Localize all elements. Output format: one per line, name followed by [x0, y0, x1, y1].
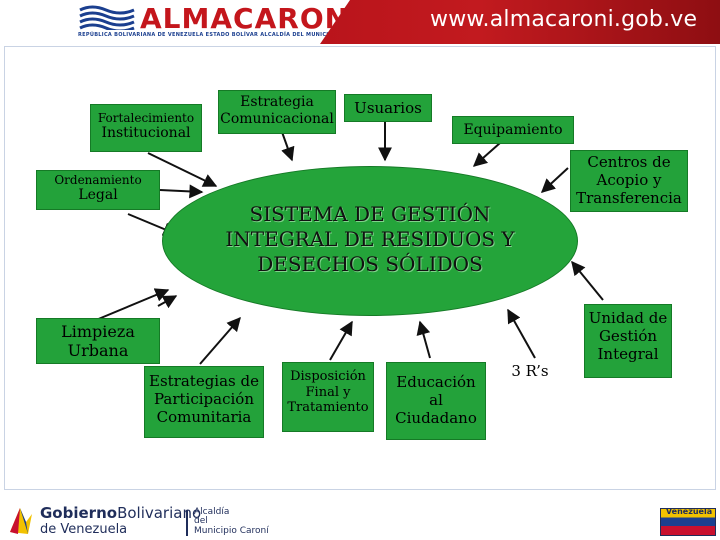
- footer: GobiernoBolivariano de Venezuela Alcaldí…: [0, 496, 720, 540]
- waves-logo-icon: [79, 5, 135, 30]
- node-limpieza: Limpieza Urbana: [36, 318, 160, 364]
- arrow-equipamiento: [472, 142, 501, 167]
- venezuela-badge: Venezuela: [660, 507, 716, 536]
- brand-subline: REPÚBLICA BOLIVARIANA DE VENEZUELA ESTAD…: [78, 32, 365, 38]
- venezuela-star-icon: [10, 508, 32, 534]
- node-unidad: Unidad de Gestión Integral: [584, 304, 672, 378]
- gobierno-label: GobiernoBolivariano: [40, 504, 202, 522]
- header-red-band: [320, 0, 720, 44]
- site-url[interactable]: www.almacaroni.gob.ve: [430, 7, 698, 32]
- node-usuarios: Usuarios: [344, 94, 432, 122]
- arrow-3rs: [507, 308, 536, 359]
- node-educacion: Educación al Ciudadano: [386, 362, 486, 440]
- alcaldia-label: Alcaldía del Municipio Caroní: [194, 507, 269, 536]
- center-ellipse: [162, 166, 578, 316]
- header-banner: ALMACARONI REPÚBLICA BOLIVARIANA DE VENE…: [0, 0, 720, 44]
- arrow-participacion: [199, 316, 241, 365]
- arrow-ordenamiento: [159, 184, 204, 199]
- node-fortalecimiento: Fortalecimiento Institucional: [90, 104, 202, 152]
- slide-frame: [4, 46, 716, 490]
- arrow-limpieza-2: [157, 295, 178, 309]
- node-equipamiento: Equipamiento: [452, 116, 574, 144]
- arrow-fortalecimiento: [147, 152, 218, 187]
- footer-divider: [186, 510, 188, 536]
- node-participacion: Estrategias de Participación Comunitaria: [144, 366, 264, 438]
- arrow-unidad: [571, 260, 604, 301]
- node-ordenamiento: Ordenamiento Legal: [36, 170, 160, 210]
- arrow-centros: [540, 167, 569, 193]
- arrow-educacion: [416, 320, 431, 359]
- gobierno-line2: de Venezuela: [40, 522, 128, 537]
- center-title: SISTEMA DE GESTIÓN INTEGRAL DE RESIDUOS …: [225, 202, 515, 276]
- arrow-limpieza: [95, 288, 170, 321]
- node-centros: Centros de Acopio y Transferencia: [570, 150, 688, 212]
- node-disposicion: Disposición Final y Tratamiento: [282, 362, 374, 432]
- arrow-estrategia: [281, 131, 295, 162]
- brand-name: ALMACARONI: [140, 2, 361, 35]
- arrow-disposicion: [329, 320, 353, 361]
- logo-area: ALMACARONI REPÚBLICA BOLIVARIANA DE VENE…: [0, 0, 364, 44]
- node-estrategia: Estrategia Comunicacional: [218, 90, 336, 134]
- node-3rs: 3 R’s: [511, 362, 549, 380]
